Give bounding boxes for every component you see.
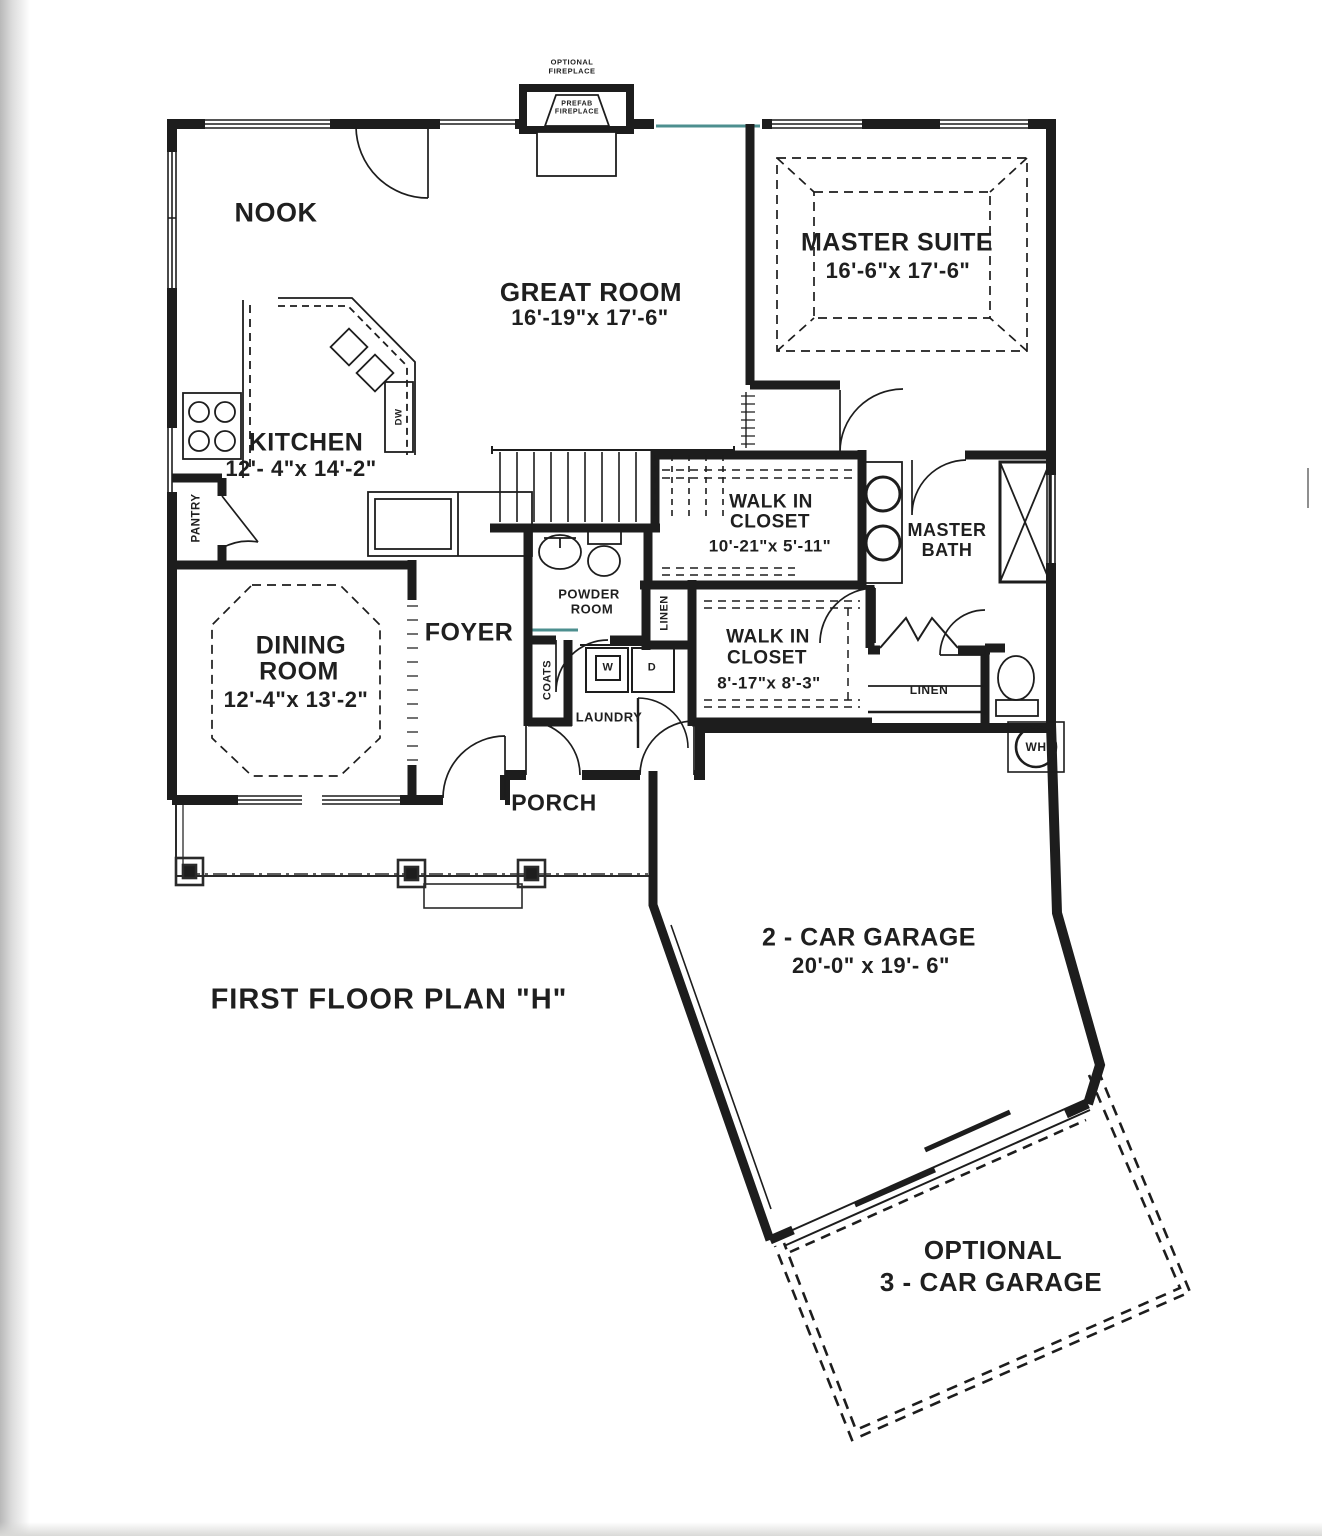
label-optional-fireplace-line1: OPTIONAL xyxy=(550,57,594,67)
label-linen-lower: LINEN xyxy=(909,683,949,697)
label-wic1-line1: WALK IN xyxy=(729,491,813,513)
label-coats: COATS xyxy=(541,659,554,701)
label-porch: PORCH xyxy=(511,789,597,816)
label-powder-line2: ROOM xyxy=(570,601,614,617)
label-laundry: LAUNDRY xyxy=(575,709,643,725)
label-dishwasher: DW xyxy=(393,408,405,426)
label-optional-garage-line2: 3 - CAR GARAGE xyxy=(879,1267,1103,1297)
label-garage-dims: 20'-0" x 19'- 6" xyxy=(792,953,950,978)
label-powder-line1: POWDER xyxy=(558,586,620,602)
label-dryer: D xyxy=(647,661,657,674)
porch-deck xyxy=(174,802,652,909)
label-linen-upper: LINEN xyxy=(658,595,671,631)
tray-ceiling-master xyxy=(776,157,1028,352)
label-wic1-dims: 10'-21"x 5'-11" xyxy=(708,536,832,556)
label-dining-dims: 12'-4"x 13'-2" xyxy=(223,687,369,712)
fireplace xyxy=(519,84,634,177)
label-foyer: FOYER xyxy=(424,618,514,647)
label-wic1-line2: CLOSET xyxy=(729,511,811,533)
dining-ceiling-octagon xyxy=(211,584,381,777)
door-swings xyxy=(221,126,986,799)
kitchen-fixtures xyxy=(182,297,533,557)
scan-mark-right xyxy=(1307,468,1309,508)
page-title: FIRST FLOOR PLAN "H" xyxy=(210,983,568,1016)
label-prefab-fireplace-line2: FIREPLACE xyxy=(554,108,600,116)
label-optional-fireplace-line2: FIREPLACE xyxy=(548,66,596,76)
label-nook: NOOK xyxy=(234,197,318,228)
label-master-suite: MASTER SUITE xyxy=(800,228,994,257)
label-kitchen-dims: 12'- 4"x 14'-2" xyxy=(225,456,377,481)
label-washer: W xyxy=(602,661,614,674)
label-garage: 2 - CAR GARAGE xyxy=(762,923,976,952)
label-master-suite-dims: 16'-6"x 17'-6" xyxy=(825,258,971,283)
label-water-heater: WH xyxy=(1025,740,1047,754)
label-kitchen: KITCHEN xyxy=(248,428,364,457)
cased-openings xyxy=(407,392,755,765)
label-master-bath-line2: BATH xyxy=(921,540,973,560)
label-wic2-dims: 8'-17"x 8'-3" xyxy=(717,673,821,693)
stairs xyxy=(491,446,735,522)
scan-edge-bottom xyxy=(0,1522,1322,1536)
label-master-bath-line1: MASTER xyxy=(907,520,987,540)
label-wic2-line1: WALK IN xyxy=(726,626,810,648)
label-great-room: GREAT ROOM xyxy=(499,277,683,307)
closet-rods xyxy=(662,469,860,708)
optional-garage-outline xyxy=(773,1069,1192,1442)
garage-walls xyxy=(636,697,1106,1247)
scan-edge-left xyxy=(0,0,30,1536)
label-wic2-line2: CLOSET xyxy=(726,647,808,669)
label-prefab-fireplace-line1: PREFAB xyxy=(561,100,593,108)
label-pantry: PANTRY xyxy=(190,493,203,543)
label-optional-garage-line1: OPTIONAL xyxy=(923,1235,1063,1265)
label-great-room-dims: 16'-19"x 17'-6" xyxy=(511,305,669,330)
label-dining-line1: DINING xyxy=(255,631,347,660)
bath-fixtures xyxy=(538,460,1065,773)
label-dining-line2: ROOM xyxy=(259,657,339,686)
